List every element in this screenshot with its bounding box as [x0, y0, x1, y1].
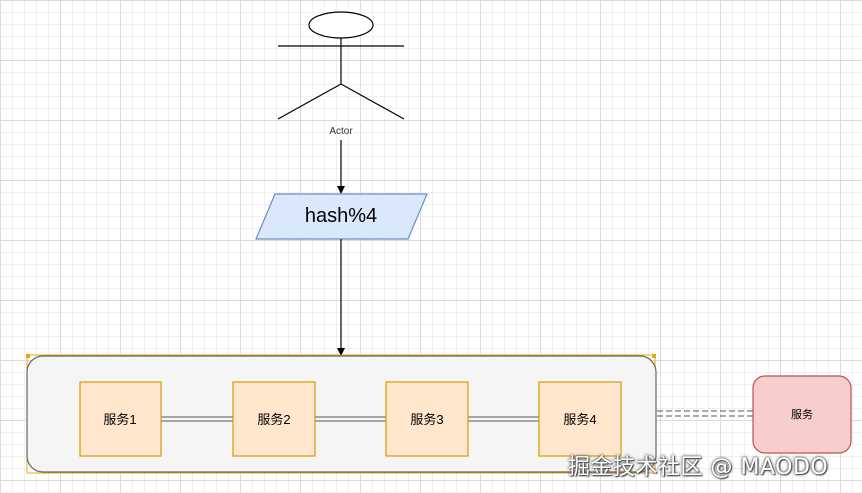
actor-right-leg [340, 83, 405, 120]
actor-head [308, 11, 374, 39]
service-box-3-shape [385, 381, 469, 457]
actor-label: Actor [329, 126, 353, 137]
service-box-1[interactable]: 服务1 [79, 381, 162, 457]
service-group[interactable] [26, 354, 657, 474]
selection-handles [26, 354, 656, 358]
service-box-1-shape [79, 381, 162, 457]
selection-handle-top-left[interactable] [26, 354, 30, 358]
external-service-label: 服务 [791, 408, 813, 421]
service-box-2-label: 服务2 [257, 412, 290, 427]
external-service-shape [752, 375, 852, 454]
service-links [161, 416, 539, 422]
actor-figure[interactable] [277, 11, 405, 120]
service-box-2-shape [232, 381, 316, 457]
service-box-1-label: 服务1 [103, 412, 136, 427]
hash-node-shape [255, 193, 428, 240]
external-link[interactable] [657, 410, 753, 417]
service-box-3-label: 服务3 [410, 412, 443, 427]
selection-handle-top-right[interactable] [652, 354, 656, 358]
hash-node-label: hash%4 [305, 205, 377, 227]
service-box-4-label: 服务4 [563, 412, 596, 427]
group-container [26, 355, 657, 473]
external-service-box[interactable]: 服务 [752, 375, 852, 454]
watermark-text: 掘金技术社区 @ MAODO [568, 455, 829, 480]
service-box-4[interactable]: 服务4 [538, 381, 622, 457]
hash-node[interactable]: hash%4 [255, 193, 428, 240]
service-box-3[interactable]: 服务3 [385, 381, 469, 457]
service-box-4-shape [538, 381, 622, 457]
actor-left-leg [277, 83, 342, 120]
service-box-2[interactable]: 服务2 [232, 381, 316, 457]
